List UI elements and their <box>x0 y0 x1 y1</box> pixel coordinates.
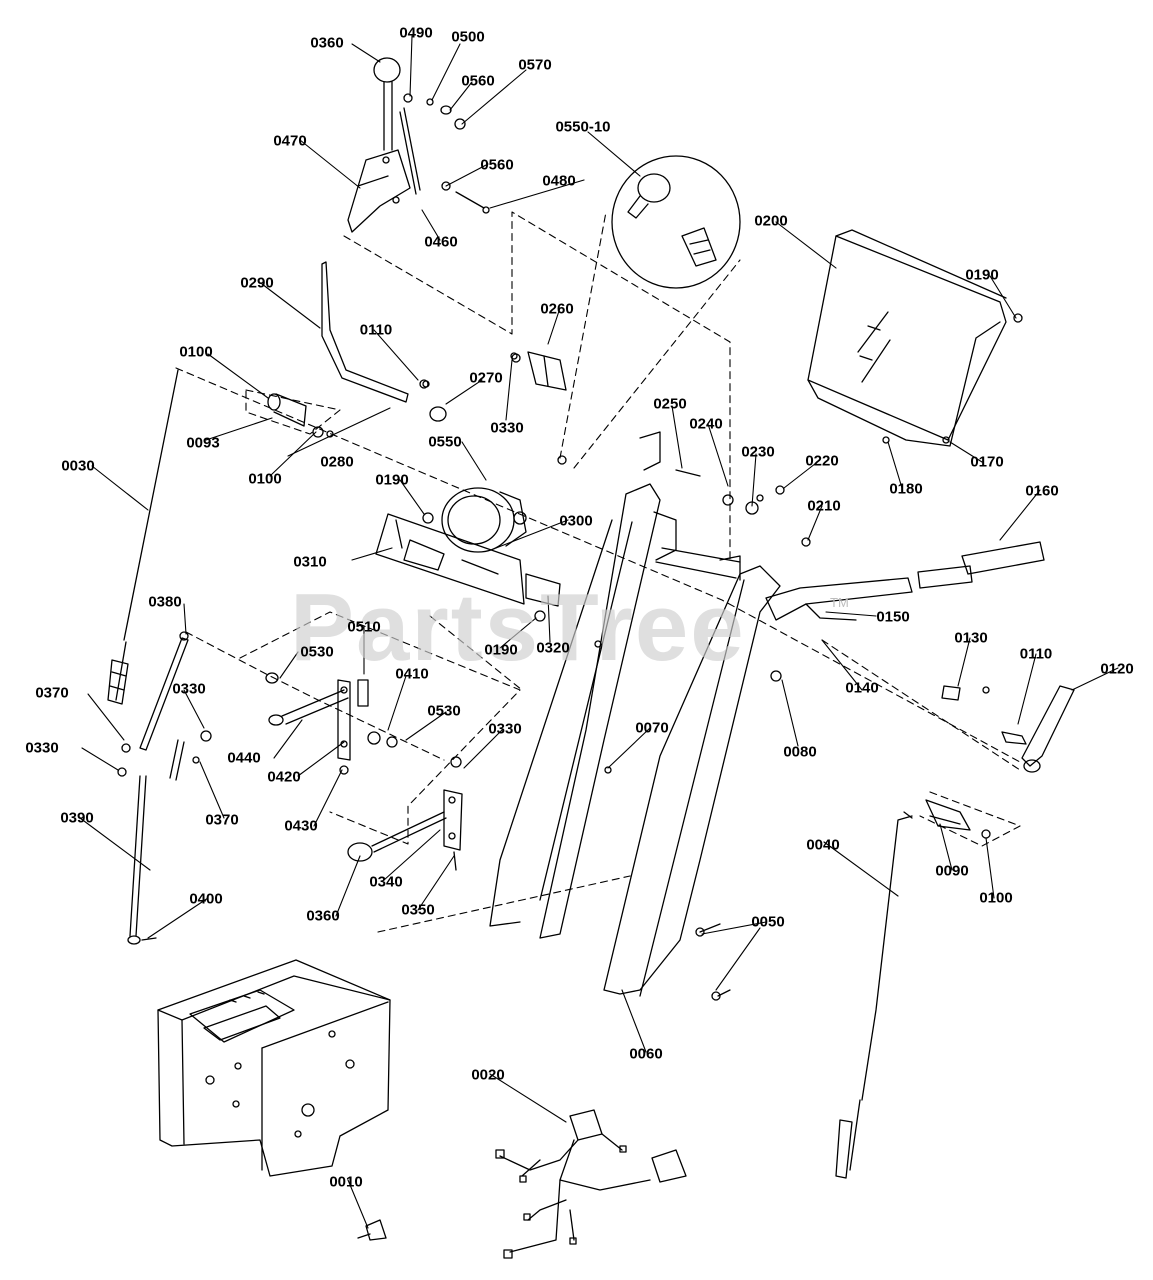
part-label[interactable]: 0010 <box>329 1173 363 1191</box>
part-label[interactable]: 0570 <box>518 56 552 74</box>
part-label[interactable]: 0500 <box>451 28 485 46</box>
part-label[interactable]: 0550-10 <box>555 118 611 136</box>
part-label[interactable]: 0050 <box>751 913 785 931</box>
hardware-0490-0570 <box>403 93 490 214</box>
lever-0290 <box>321 261 429 403</box>
part-label[interactable]: 0110 <box>1019 645 1053 663</box>
part-label[interactable]: 0080 <box>783 743 817 761</box>
part-label[interactable]: 0310 <box>293 553 327 571</box>
tie-0010 <box>357 1219 387 1241</box>
part-label[interactable]: 0280 <box>320 453 354 471</box>
detail-circle-0550-10 <box>611 155 741 289</box>
part-label[interactable]: 0560 <box>461 72 495 90</box>
bracket-0090 <box>925 799 991 839</box>
part-label[interactable]: 0260 <box>540 300 574 318</box>
part-label[interactable]: 0190 <box>375 471 409 489</box>
plate-0310 <box>375 512 561 622</box>
part-label[interactable]: 0420 <box>267 768 301 786</box>
linkage-0410-0530 <box>265 672 398 775</box>
part-label[interactable]: 0320 <box>536 639 570 657</box>
part-label[interactable]: 0360 <box>310 34 344 52</box>
part-label[interactable]: 0150 <box>876 608 910 626</box>
part-label[interactable]: 0330 <box>25 739 59 757</box>
part-label[interactable]: 0330 <box>490 419 524 437</box>
bracket-0470 <box>347 107 421 233</box>
panel-0200 <box>807 229 1023 447</box>
part-label[interactable]: 0300 <box>559 512 593 530</box>
part-label[interactable]: 0340 <box>369 873 403 891</box>
part-label[interactable]: 0190 <box>484 641 518 659</box>
leader-lines <box>79 35 1119 1229</box>
part-label[interactable]: 0100 <box>979 889 1013 907</box>
part-label[interactable]: 0290 <box>240 274 274 292</box>
part-label[interactable]: 0370 <box>205 811 239 829</box>
part-label[interactable]: 0490 <box>399 24 433 42</box>
part-label[interactable]: 0460 <box>424 233 458 251</box>
part-label[interactable]: 0090 <box>935 862 969 880</box>
part-label[interactable]: 0100 <box>179 343 213 361</box>
part-label[interactable]: 0380 <box>148 593 182 611</box>
part-label[interactable]: 0510 <box>347 618 381 636</box>
part-label[interactable]: 0200 <box>754 212 788 230</box>
assembly-dashed-lines <box>175 211 1021 933</box>
part-label[interactable]: 0330 <box>488 720 522 738</box>
part-label[interactable]: 0093 <box>186 434 220 452</box>
part-label[interactable]: 0470 <box>273 132 307 150</box>
part-label[interactable]: 0060 <box>629 1045 663 1063</box>
part-label[interactable]: 0390 <box>60 809 94 827</box>
headlight-0550 <box>441 455 567 553</box>
part-label[interactable]: 0170 <box>970 453 1004 471</box>
part-label[interactable]: 0180 <box>889 480 923 498</box>
part-label[interactable]: 0130 <box>954 629 988 647</box>
watermark-trademark: TM <box>830 595 849 610</box>
part-label[interactable]: 0190 <box>965 266 999 284</box>
part-label[interactable]: 0160 <box>1025 482 1059 500</box>
part-label[interactable]: 0040 <box>806 836 840 854</box>
part-label[interactable]: 0550 <box>428 433 462 451</box>
parts-0110-0130 <box>941 685 1075 773</box>
rod-0380-0390 <box>117 631 212 945</box>
part-label[interactable]: 0530 <box>300 643 334 661</box>
linkage-0340-0350 <box>347 756 463 871</box>
part-label[interactable]: 0230 <box>741 443 775 461</box>
part-label[interactable]: 0350 <box>401 901 435 919</box>
part-label[interactable]: 0410 <box>395 665 429 683</box>
handle-frame <box>489 431 811 1001</box>
part-label[interactable]: 0020 <box>471 1066 505 1084</box>
part-label[interactable]: 0140 <box>845 679 879 697</box>
part-label[interactable]: 0210 <box>807 497 841 515</box>
bushing-0093 <box>267 393 447 438</box>
part-label[interactable]: 0250 <box>653 395 687 413</box>
cable-0040 <box>835 811 913 1179</box>
part-label[interactable]: 0360 <box>306 907 340 925</box>
chassis-block <box>157 959 391 1177</box>
part-label[interactable]: 0220 <box>805 452 839 470</box>
cable-0030 <box>107 369 179 705</box>
part-label[interactable]: 0270 <box>469 369 503 387</box>
part-label[interactable]: 0370 <box>35 684 69 702</box>
misc-hardware <box>326 352 764 648</box>
part-label[interactable]: 0530 <box>427 702 461 720</box>
part-label[interactable]: 0120 <box>1100 660 1134 678</box>
bracket-0260 <box>511 351 567 391</box>
watermark: PartsTree <box>290 574 746 681</box>
grip-0160 <box>765 541 1045 621</box>
knob-0360 <box>373 57 401 151</box>
part-label[interactable]: 0100 <box>248 470 282 488</box>
wire-harness-0020 <box>495 1109 687 1259</box>
part-label[interactable]: 0030 <box>61 457 95 475</box>
part-label[interactable]: 0400 <box>189 890 223 908</box>
part-label[interactable]: 0240 <box>689 415 723 433</box>
part-label[interactable]: 0480 <box>542 172 576 190</box>
part-label[interactable]: 0430 <box>284 817 318 835</box>
part-label[interactable]: 0440 <box>227 749 261 767</box>
part-label[interactable]: 0110 <box>359 321 393 339</box>
part-label[interactable]: 0330 <box>172 680 206 698</box>
part-label[interactable]: 0070 <box>635 719 669 737</box>
part-label[interactable]: 0560 <box>480 156 514 174</box>
